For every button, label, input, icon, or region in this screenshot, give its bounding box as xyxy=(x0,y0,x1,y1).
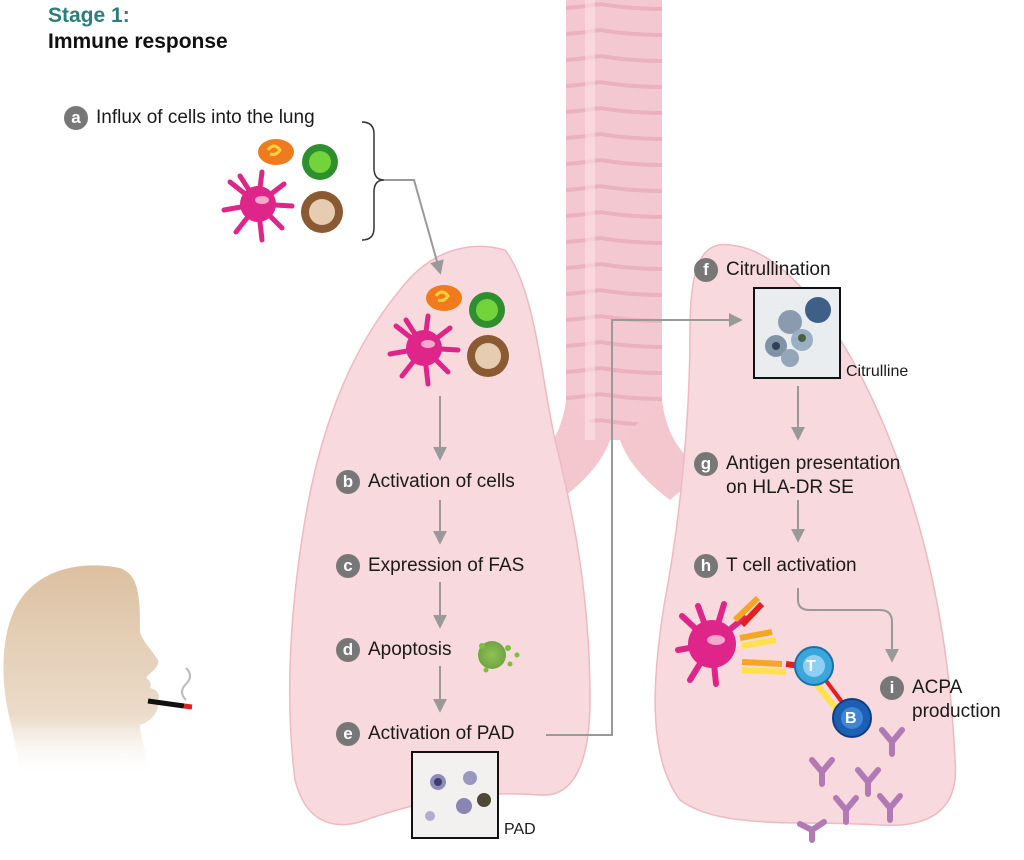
step-a-badge: a xyxy=(64,106,88,130)
step-g-label-wrap: Antigen presentation on HLA-DR SE xyxy=(726,452,900,500)
step-d-label: Apoptosis xyxy=(368,639,452,660)
t-b-interaction xyxy=(794,646,872,738)
step-e-label: Activation of PAD xyxy=(368,723,515,744)
citrulline-caption: Citrulline xyxy=(846,363,909,380)
influx-bracket xyxy=(361,121,385,241)
step-f: f Citrullination xyxy=(694,258,831,282)
trachea xyxy=(520,0,705,500)
apoptotic-cell-icon xyxy=(478,641,520,673)
step-b-label: Activation of cells xyxy=(368,471,515,492)
step-h-label: T cell activation xyxy=(726,555,857,576)
influx-cells xyxy=(221,139,343,243)
step-f-label: Citrullination xyxy=(726,259,831,280)
arrow-h-to-i xyxy=(797,588,899,663)
b-cell-label: B xyxy=(845,710,857,727)
smoker-silhouette xyxy=(3,565,193,780)
step-c: c Expression of FAS xyxy=(336,554,524,578)
step-h: h T cell activation xyxy=(694,554,857,578)
step-a-label: Influx of cells into the lung xyxy=(96,107,315,128)
dendritic-cell-icon xyxy=(387,313,461,387)
step-d: d Apoptosis xyxy=(336,638,451,662)
step-b: b Activation of cells xyxy=(336,470,515,494)
stage-subtitle: Immune response xyxy=(48,30,228,53)
step-i-badge: i xyxy=(880,676,904,700)
step-c-badge: c xyxy=(336,554,360,578)
neutrophil-icon xyxy=(426,285,462,311)
step-i: i ACPA production xyxy=(880,676,1001,724)
step-b-badge: b xyxy=(336,470,360,494)
pad-caption: PAD xyxy=(504,821,536,838)
step-h-badge: h xyxy=(694,554,718,578)
step-f-badge: f xyxy=(694,258,718,282)
stage-title: Stage 1: xyxy=(48,4,130,27)
arrow-e-to-f xyxy=(546,313,743,736)
antigen-presenting-cell-icon xyxy=(675,595,801,687)
step-i-label-line2: production xyxy=(912,701,1001,722)
step-i-label-wrap: ACPA production xyxy=(912,676,1001,724)
dendritic-cell-icon xyxy=(221,169,295,243)
arrow-a-to-lung xyxy=(384,179,444,275)
t-cell-label: T xyxy=(806,658,816,675)
antibodies xyxy=(797,727,905,843)
lung-cells xyxy=(387,285,509,387)
step-c-label: Expression of FAS xyxy=(368,555,525,576)
neutrophil-icon xyxy=(258,139,294,165)
step-i-label: ACPA xyxy=(912,677,963,698)
citrulline-micrograph xyxy=(753,287,841,379)
step-e: e Activation of PAD xyxy=(336,722,514,746)
step-g-label: Antigen presentation xyxy=(726,453,901,474)
step-g-badge: g xyxy=(694,452,718,476)
step-g: g Antigen presentation on HLA-DR SE xyxy=(694,452,900,500)
step-g-label-line2: on HLA-DR SE xyxy=(726,477,854,498)
step-e-badge: e xyxy=(336,722,360,746)
pad-micrograph xyxy=(411,751,499,839)
step-a: a Influx of cells into the lung xyxy=(64,106,315,130)
right-lung xyxy=(654,243,957,827)
step-d-badge: d xyxy=(336,638,360,662)
